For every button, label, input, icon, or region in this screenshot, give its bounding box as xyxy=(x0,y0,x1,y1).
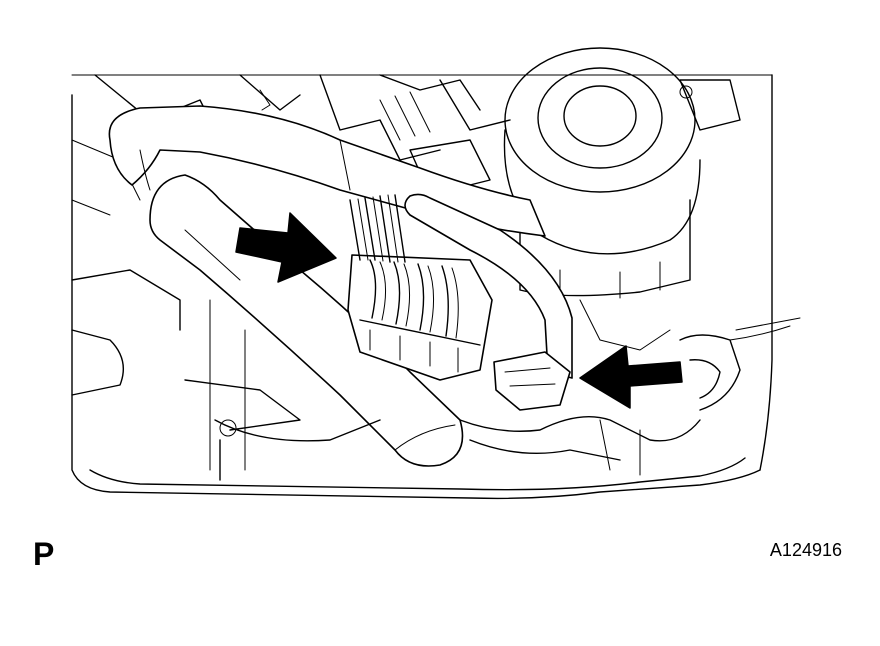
view-letter-label: P xyxy=(33,536,55,572)
figure-id-label: A124916 xyxy=(769,540,842,560)
callout-arrow-right xyxy=(579,345,683,409)
housing-outline xyxy=(71,74,801,500)
diagonal-hose xyxy=(149,174,464,467)
round-component xyxy=(503,47,741,301)
callout-arrow-left xyxy=(235,212,337,283)
lower-right-parts xyxy=(459,299,741,476)
lower-left-parts xyxy=(71,269,381,481)
curved-pipe xyxy=(404,193,573,411)
connector-block xyxy=(347,194,493,381)
